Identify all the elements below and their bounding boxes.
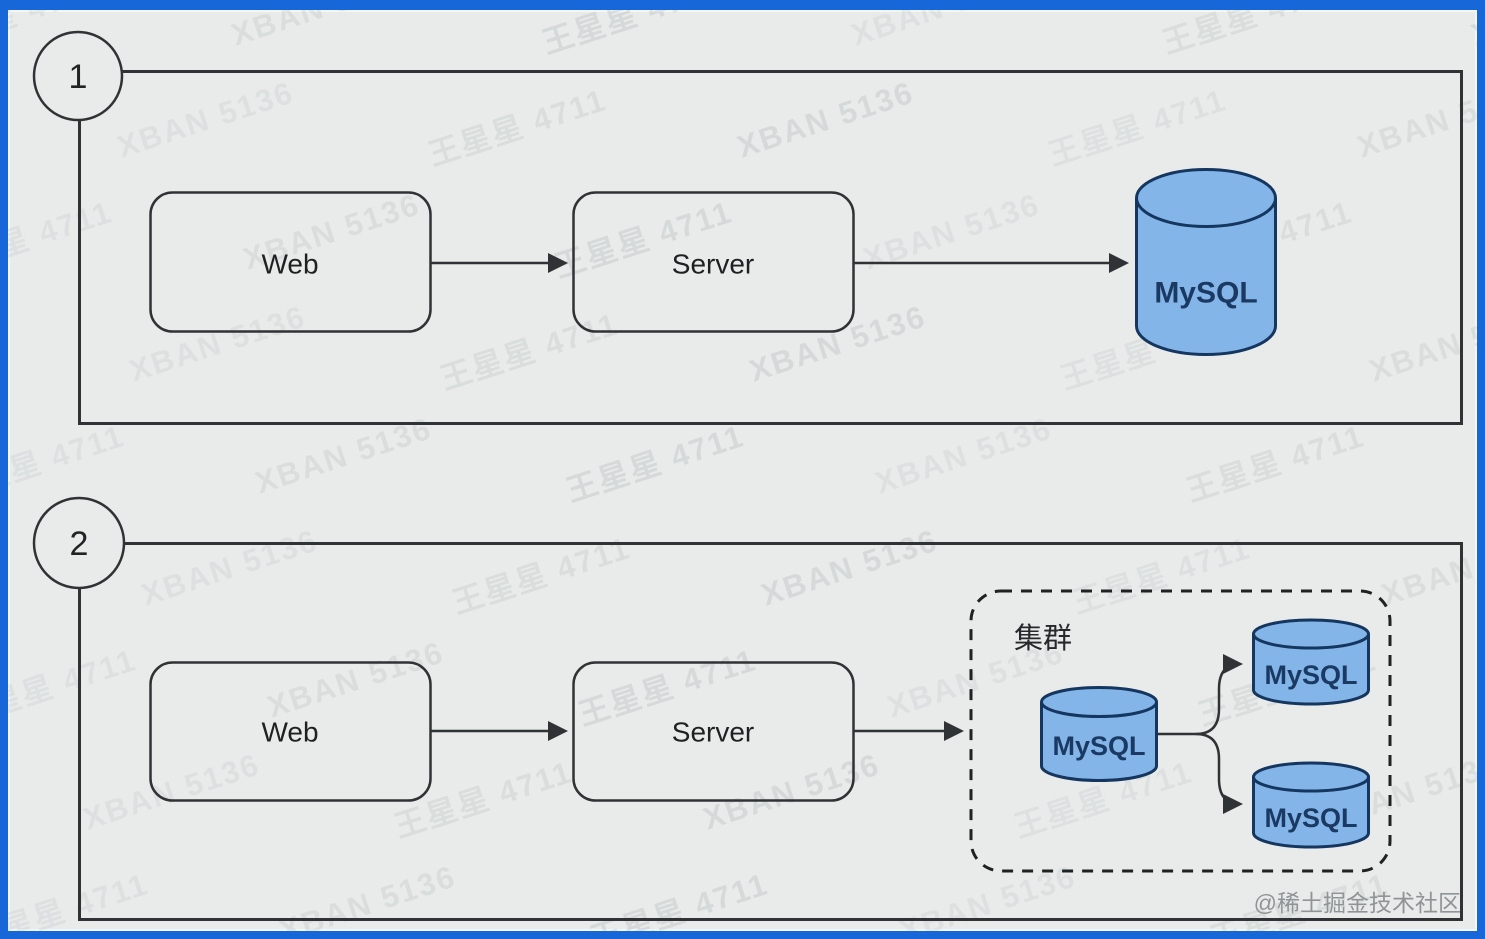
server-label: Server [672,249,754,280]
badge-number: 2 [70,525,89,563]
node-web-2: Web [149,661,432,802]
cluster-label: 集群 [1014,622,1072,655]
mysql-label: MySQL [1052,731,1145,761]
community-attribution: @稀土掘金技术社区 [1254,890,1461,916]
server-label: Server [672,717,754,748]
cluster-dashed-box [969,589,1392,873]
cylinder-body [1135,198,1277,356]
web-label: Web [261,717,318,748]
connector-primary-to-replica1 [1158,654,1243,736]
cylinder-body [1252,777,1370,849]
mysql-cluster: 集群 MySQL MySQL MySQL [969,589,1392,873]
badge-circle [32,30,124,122]
db-mysql-replica-2: MySQL [1252,761,1370,849]
mysql-label: MySQL [1264,803,1357,833]
node-server-2: Server [572,661,855,802]
cylinder-top [1040,686,1158,718]
section-1-frame [78,70,1463,425]
web-label: Web [261,249,318,280]
mysql-label: MySQL [1264,660,1357,690]
db-mysql-replica-1: MySQL [1252,618,1370,706]
mysql-label: MySQL [1154,277,1257,310]
db-mysql-primary: MySQL [1040,686,1158,782]
connector-primary-to-replica2 [1195,732,1243,814]
section-1-badge: 1 [32,30,124,122]
section-2-frame [78,542,1463,921]
cylinder-body [1040,702,1158,782]
db-mysql-1: MySQL [1135,168,1277,356]
cylinder-top [1135,168,1277,228]
section-2-badge: 2 [32,496,126,590]
badge-circle [32,496,126,590]
node-server-1: Server [572,191,855,333]
badge-number: 1 [69,58,88,96]
node-web-1: Web [149,191,432,333]
cylinder-top [1252,761,1370,793]
cylinder-body [1252,634,1370,706]
cylinder-top [1252,618,1370,650]
